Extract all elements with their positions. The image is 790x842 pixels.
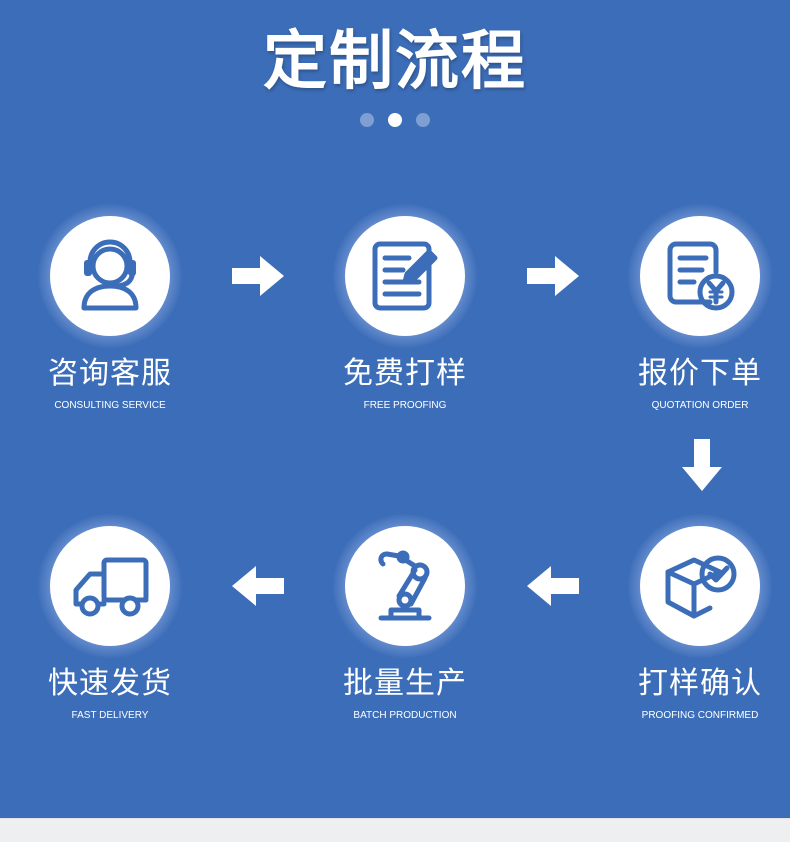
arrow-left-icon [232,566,284,606]
document-pen-icon [372,241,438,311]
bottom-strip [0,818,790,842]
step-icon-circle [50,526,170,646]
headset-agent-icon [81,239,139,311]
step-icon-circle [640,526,760,646]
step-label-zh: 报价下单 [638,356,762,391]
step-label-en: FREE PROOFING [363,400,447,411]
step-icon-circle [345,526,465,646]
step-label-zh: 快速发货 [48,666,172,701]
step-label-en: BATCH PRODUCTION [353,710,457,721]
box-check-icon [665,555,737,619]
carousel-dot-3[interactable] [416,113,430,127]
page-title: 定制流程 [263,24,527,99]
step-label-zh: 免费打样 [343,356,467,391]
step-icon-circle [50,216,170,336]
carousel-dot-1[interactable] [360,113,374,127]
delivery-truck-icon [73,557,149,617]
step-label-en: FAST DELIVERY [71,710,149,721]
arrow-right-icon [232,256,284,296]
step-label-zh: 咨询客服 [48,356,172,391]
arrow-right-icon [527,256,579,296]
step-icon-circle [345,216,465,336]
document-yen-icon [667,241,735,311]
carousel-indicator [0,113,790,127]
arrow-down-icon [682,439,722,491]
carousel-dot-2-active[interactable] [388,113,402,127]
process-panel: 定制流程 咨询客服 CONSULTING SERVICE [0,0,790,818]
step-icon-circle [640,216,760,336]
step-label-zh: 批量生产 [343,666,467,701]
robot-arm-icon [378,550,432,621]
step-label-en: QUOTATION ORDER [651,400,749,411]
arrow-left-icon [527,566,579,606]
step-label-en: PROOFING CONFIRMED [641,710,759,721]
step-label-en: CONSULTING SERVICE [54,400,166,411]
step-label-zh: 打样确认 [638,666,762,701]
